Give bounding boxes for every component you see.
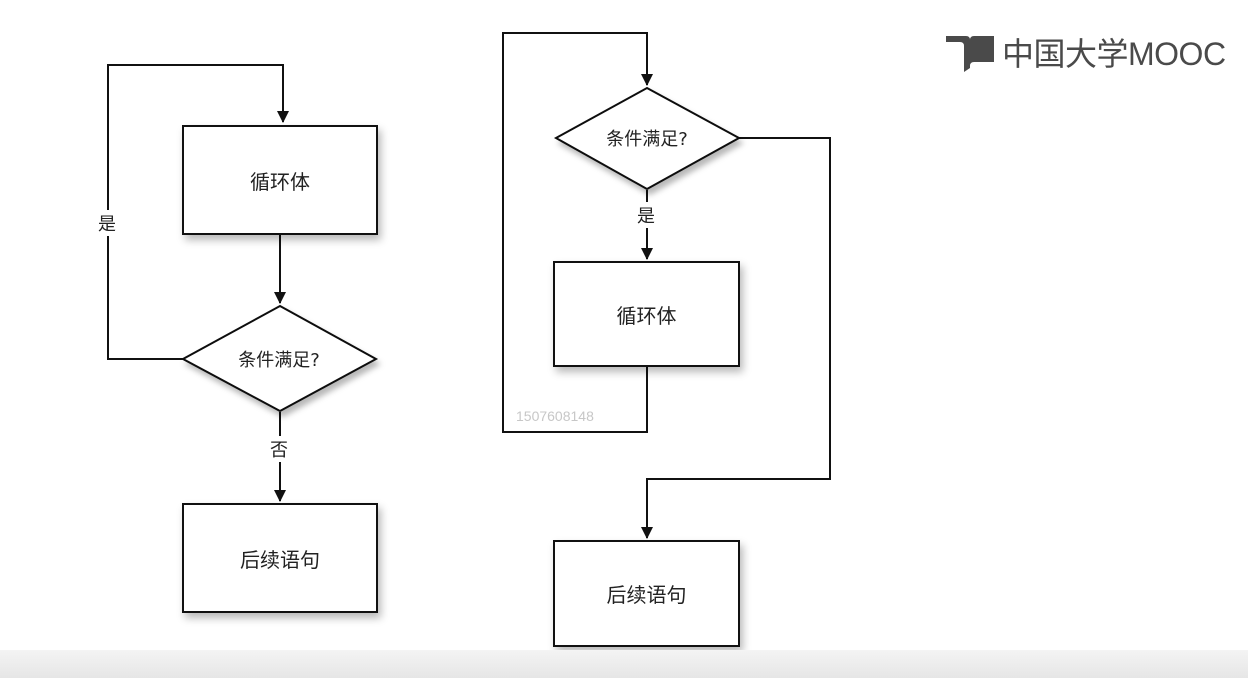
book-logo-icon (946, 36, 994, 72)
left-condition-label: 条件满足? (238, 350, 320, 371)
watermark-text: 1507608148 (516, 408, 594, 424)
left-next-statement-label: 后续语句 (240, 547, 320, 572)
left-no-label: 否 (268, 436, 290, 462)
right-next-statement-box: 后续语句 (553, 540, 740, 647)
left-loop-back-line (107, 64, 289, 360)
left-yes-label: 是 (96, 210, 118, 236)
right-exit-line (641, 137, 831, 539)
bottom-player-bar (0, 650, 1248, 678)
right-condition-label: 条件满足? (606, 129, 688, 150)
right-yes-label: 是 (635, 202, 657, 228)
right-condition-diamond (553, 86, 742, 191)
right-loop-body-box: 循环体 (553, 261, 740, 367)
right-loop-body-label: 循环体 (616, 303, 677, 328)
left-loop-body-box: 循环体 (182, 125, 378, 235)
left-loop-body-label: 循环体 (250, 169, 310, 194)
left-next-statement-box: 后续语句 (182, 503, 378, 613)
logo-text: 中国大学MOOC (1002, 36, 1226, 72)
right-next-statement-label: 后续语句 (606, 583, 687, 607)
right-loop-back-line (502, 32, 653, 433)
left-condition-diamond (180, 304, 379, 413)
mooc-logo: 中国大学MOOC (944, 30, 1226, 74)
